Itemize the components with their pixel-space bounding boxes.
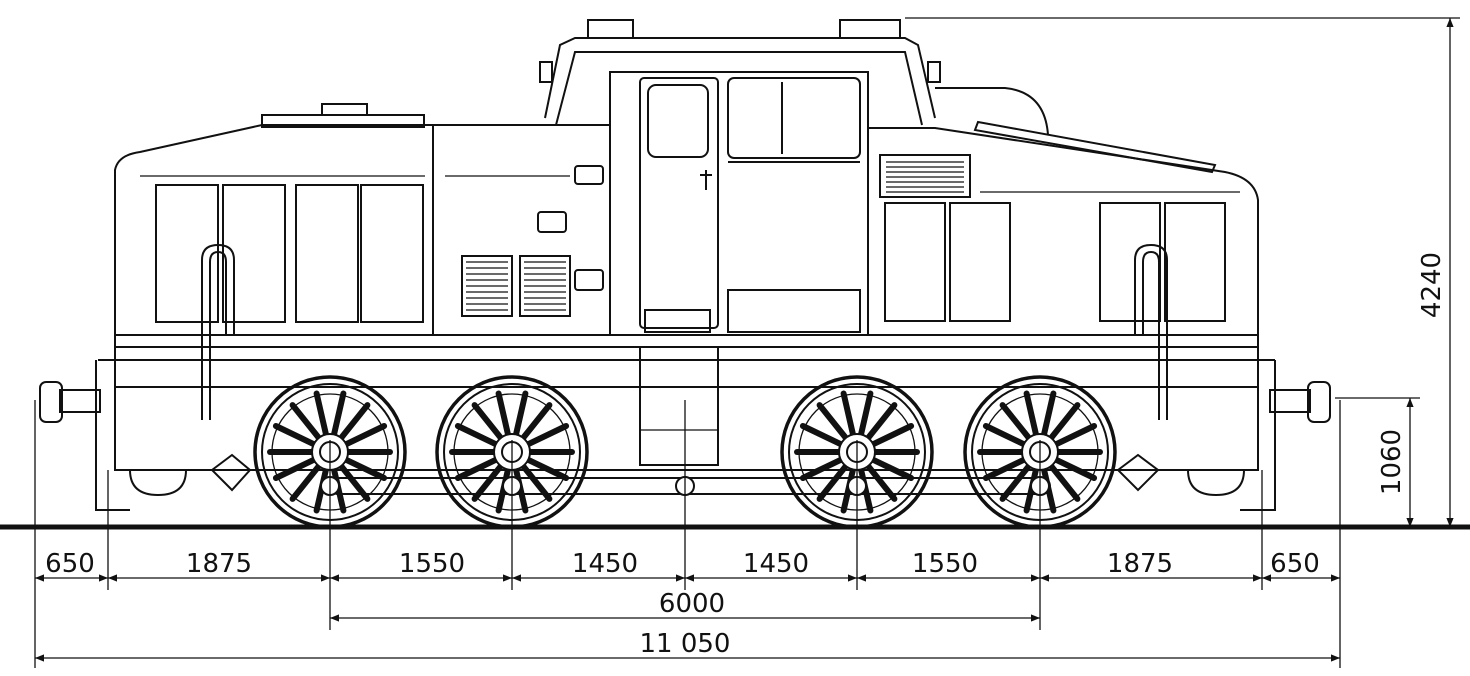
left-hood [114, 103, 611, 420]
dim-total-height: 4240 [1417, 252, 1447, 318]
dim-650-right: 650 [1270, 549, 1320, 579]
dim-wheelbase: 6000 [659, 589, 725, 619]
cab-structure [539, 19, 1049, 336]
dimension-labels: 650 1875 1550 1450 1450 1550 1875 650 60… [45, 252, 1447, 659]
dimension-lines [34, 17, 1460, 668]
dim-1550-left: 1550 [399, 549, 465, 579]
frame [39, 334, 1331, 511]
dim-1875-right: 1875 [1107, 549, 1173, 579]
dim-1550-right: 1550 [912, 549, 978, 579]
dim-overall-length: 11 050 [640, 629, 731, 659]
dim-650-left: 650 [45, 549, 95, 579]
dim-1875-left: 1875 [186, 549, 252, 579]
dim-1450-right: 1450 [743, 549, 809, 579]
dim-buffer-height: 1060 [1377, 429, 1407, 495]
right-hood [867, 120, 1259, 420]
dim-1450-left: 1450 [572, 549, 638, 579]
